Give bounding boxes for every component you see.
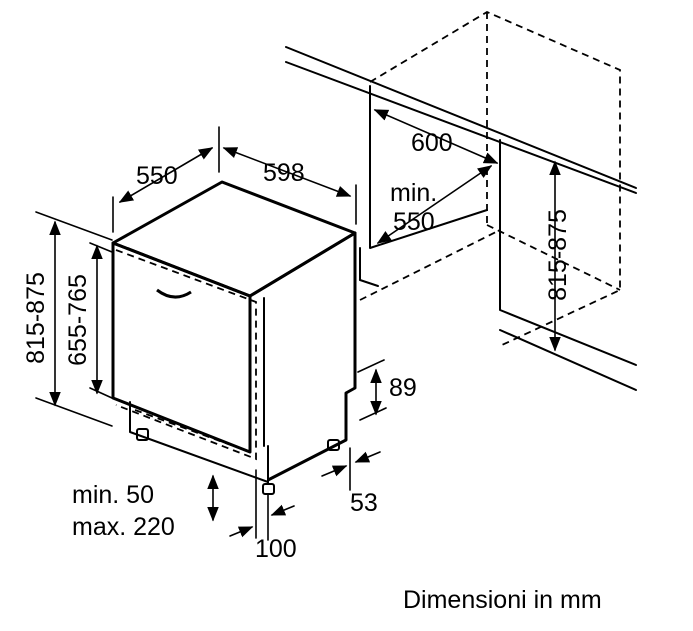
worktop-front-edge (285, 61, 637, 194)
label-offset: 100 (255, 535, 297, 563)
dishwasher-body (111, 180, 357, 495)
diagram-caption: Dimensioni in mm (403, 586, 602, 614)
niche-floor-back (359, 229, 501, 301)
dim-line-depth (118, 147, 214, 203)
plinth-lower (129, 401, 269, 483)
door-handle (156, 288, 192, 299)
label-niche-min-value: 550 (393, 208, 435, 236)
label-niche-width: 600 (411, 129, 453, 157)
foot-front-left (136, 428, 149, 441)
dim-line-foot (354, 451, 381, 463)
foot-back-right (327, 439, 340, 451)
label-foot: 53 (350, 489, 378, 517)
label-plinth: 89 (389, 374, 417, 402)
label-depth: 550 (136, 162, 178, 190)
top-face (111, 180, 357, 298)
kitchen-niche (285, 10, 637, 391)
label-door-min: min. 50 (72, 481, 154, 509)
dimension-lines (35, 109, 561, 541)
niche-left-foot (359, 279, 379, 287)
label-width: 598 (263, 159, 305, 187)
dim-line-width (222, 147, 352, 197)
label-height-inner: 655-765 (64, 274, 92, 366)
foot-front-right (262, 483, 275, 495)
label-niche-min: min. (390, 179, 437, 207)
dim-line-niche-depth (376, 165, 493, 244)
upper-cabinet-outline (369, 10, 621, 346)
worktop-top-edge (285, 46, 637, 189)
label-height-left: 815-875 (22, 272, 50, 364)
niche-floor-line (499, 329, 637, 391)
side-panel (249, 231, 357, 482)
front-door (111, 241, 252, 454)
dim-line-offset (270, 504, 295, 516)
label-height-niche: 815-875 (544, 209, 572, 301)
niche-right-panel (499, 139, 637, 366)
plinth-dashed (134, 409, 251, 453)
label-door-max: max. 220 (72, 513, 175, 541)
dim-line-niche-width (373, 109, 499, 164)
door-panel-outline (115, 249, 257, 461)
